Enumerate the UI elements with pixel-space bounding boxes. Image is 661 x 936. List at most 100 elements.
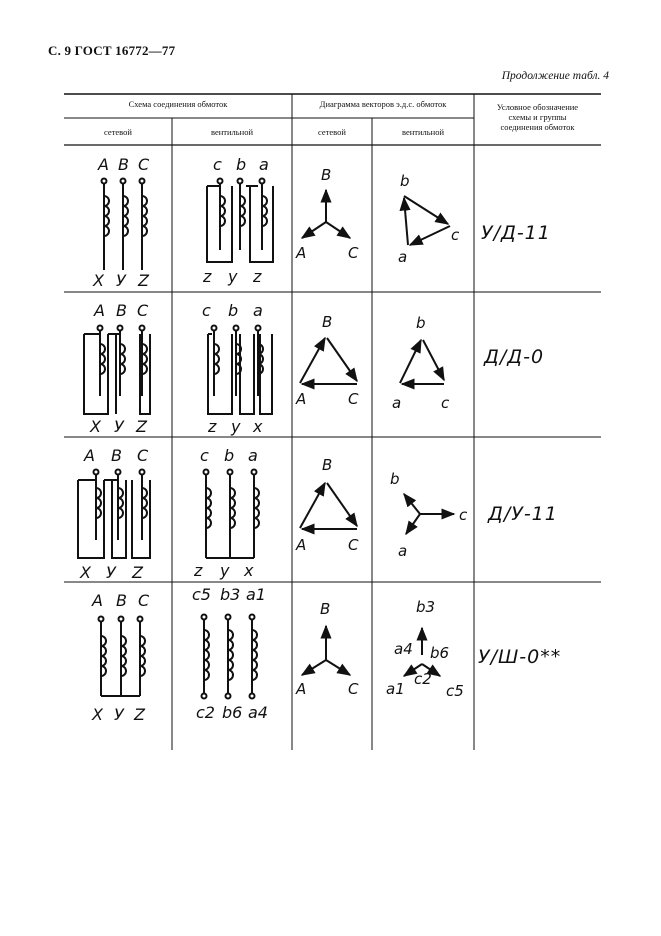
row4-netvec-2: C — [348, 680, 359, 698]
row2-network-delta — [299, 336, 358, 390]
row2-net-bot-2: Z — [135, 417, 148, 436]
row3-network-scheme — [77, 468, 151, 559]
row2-net-top-2: C — [137, 301, 149, 320]
row3-net-top-2: C — [137, 446, 149, 465]
row3-designation-code: Д/У-11 — [488, 503, 558, 525]
row4-net-bot-0: X — [91, 705, 104, 724]
row4-valvevec-5: c5 — [446, 682, 464, 700]
row4-valve-top-1: b3 — [220, 585, 240, 604]
row3-valve-top-2: a — [248, 446, 258, 465]
row1-netvec-2: C — [348, 244, 359, 262]
row2-netvec-2: C — [348, 390, 359, 408]
row4-valve-scheme — [200, 613, 258, 700]
row1-net-top-0: A — [97, 155, 109, 174]
row4-net-top-0: A — [91, 591, 103, 610]
row1-valve-bot-2: z — [252, 267, 262, 286]
row3-valvevec-1: c — [459, 506, 468, 524]
row3-network-delta — [299, 481, 358, 535]
row2-network-scheme — [83, 324, 151, 415]
row3-valve-top-0: c — [200, 446, 209, 465]
row2-net-top-1: B — [116, 301, 127, 320]
row2-valve-top-1: b — [228, 301, 238, 320]
row2-net-bot-0: X — [89, 417, 102, 436]
row2-net-top-0: A — [93, 301, 105, 320]
header-designation-line-1: Условное обозначение — [496, 102, 579, 112]
row2-designation-code: Д/Д-0 — [484, 346, 545, 368]
row4-valve-bot-0: c2 — [196, 703, 215, 722]
row1-network-star — [300, 188, 352, 239]
row3-net-top-1: B — [111, 446, 122, 465]
row2-netvec-1: A — [295, 390, 306, 408]
row1-valvevec-2: a — [398, 248, 407, 266]
row4-valvevec-4: a1 — [386, 680, 405, 698]
header-designation: Условное обозначение схемы и группы соед… — [474, 102, 601, 132]
row4-valvevec-1: a4 — [394, 640, 413, 658]
row2-net-bot-1: У — [114, 417, 125, 436]
row3-valve-bot-0: z — [193, 561, 203, 580]
row4-valvevec-0: b3 — [416, 598, 435, 616]
row1-valvevec-0: b — [400, 172, 410, 190]
row4-netvec-0: B — [320, 600, 330, 618]
row4-valve-bot-1: b6 — [222, 703, 242, 722]
subheader-diagram-valve: вентильной — [401, 127, 444, 137]
row2-valve-bot-2: x — [252, 417, 263, 436]
row1-net-bot-1: У — [116, 271, 127, 290]
row3-net-bot-1: У — [106, 563, 117, 582]
row2-valve-bot-0: z — [207, 417, 217, 436]
row3-net-bot-2: Z — [131, 563, 144, 582]
subheader-scheme-valve: вентильной — [210, 127, 253, 137]
row2-valve-bot-1: y — [230, 417, 241, 436]
row1-valve-delta — [399, 195, 451, 246]
row3-valvevec-2: a — [398, 542, 407, 560]
row1-valve-top-2: a — [259, 155, 269, 174]
row4-netvec-1: A — [295, 680, 306, 698]
row1-valve-bot-0: z — [202, 267, 212, 286]
row4-valve-top-2: a1 — [246, 585, 266, 604]
row2-netvec-0: B — [322, 313, 332, 331]
table-continuation-label: Продолжение табл. 4 — [501, 70, 609, 82]
subheader-diagram-network: сетевой — [318, 127, 346, 137]
row4-designation-code: У/Ш-0** — [478, 646, 562, 668]
row3-valve-scheme — [202, 468, 260, 559]
row3-valve-bot-2: x — [243, 561, 254, 580]
row3-valve-bot-1: y — [219, 561, 230, 580]
row3-valve-star — [403, 492, 456, 536]
header-designation-line-3: соединения обмоток — [500, 122, 575, 132]
row4-net-top-1: B — [116, 591, 127, 610]
row3-valvevec-0: b — [390, 470, 400, 488]
row1-valve-scheme — [206, 177, 274, 263]
row1-net-top-1: B — [118, 155, 129, 174]
row1-valve-top-1: b — [236, 155, 246, 174]
row1-netvec-1: A — [295, 244, 306, 262]
row1-valve-top-0: c — [213, 155, 222, 174]
page-header: С. 9 ГОСТ 16772—77 — [48, 43, 176, 58]
row4-net-bot-2: Z — [133, 705, 146, 724]
row2-valve-top-0: c — [202, 301, 211, 320]
row4-net-top-2: C — [138, 591, 150, 610]
row3-netvec-2: C — [348, 536, 359, 554]
row2-valvevec-1: a — [392, 394, 401, 412]
row1-valvevec-1: c — [451, 226, 460, 244]
row3-net-bot-0: X — [79, 563, 92, 582]
row4-network-scheme — [97, 615, 146, 697]
row4-valvevec-3: c2 — [414, 670, 432, 688]
row1-net-top-2: C — [138, 155, 150, 174]
row3-net-top-0: A — [83, 446, 95, 465]
row2-valve-top-2: a — [253, 301, 263, 320]
row4-net-bot-1: У — [114, 705, 125, 724]
row4-valvevec-2: b6 — [430, 644, 449, 662]
row3-netvec-0: B — [322, 456, 332, 474]
row1-designation-code: У/Д-11 — [481, 222, 551, 244]
row1-net-bot-0: X — [92, 271, 105, 290]
row1-network-labels: A B C X У Z — [92, 155, 150, 290]
subheader-scheme-network: сетевой — [104, 127, 132, 137]
row3-valve-top-1: b — [224, 446, 234, 465]
row2-valve-scheme — [207, 324, 273, 415]
row2-valve-delta — [399, 338, 445, 390]
row3-netvec-1: A — [295, 536, 306, 554]
row4-valve-top-0: c5 — [192, 585, 211, 604]
row1-netvec-0: B — [321, 166, 331, 184]
row4-network-star — [300, 624, 352, 676]
